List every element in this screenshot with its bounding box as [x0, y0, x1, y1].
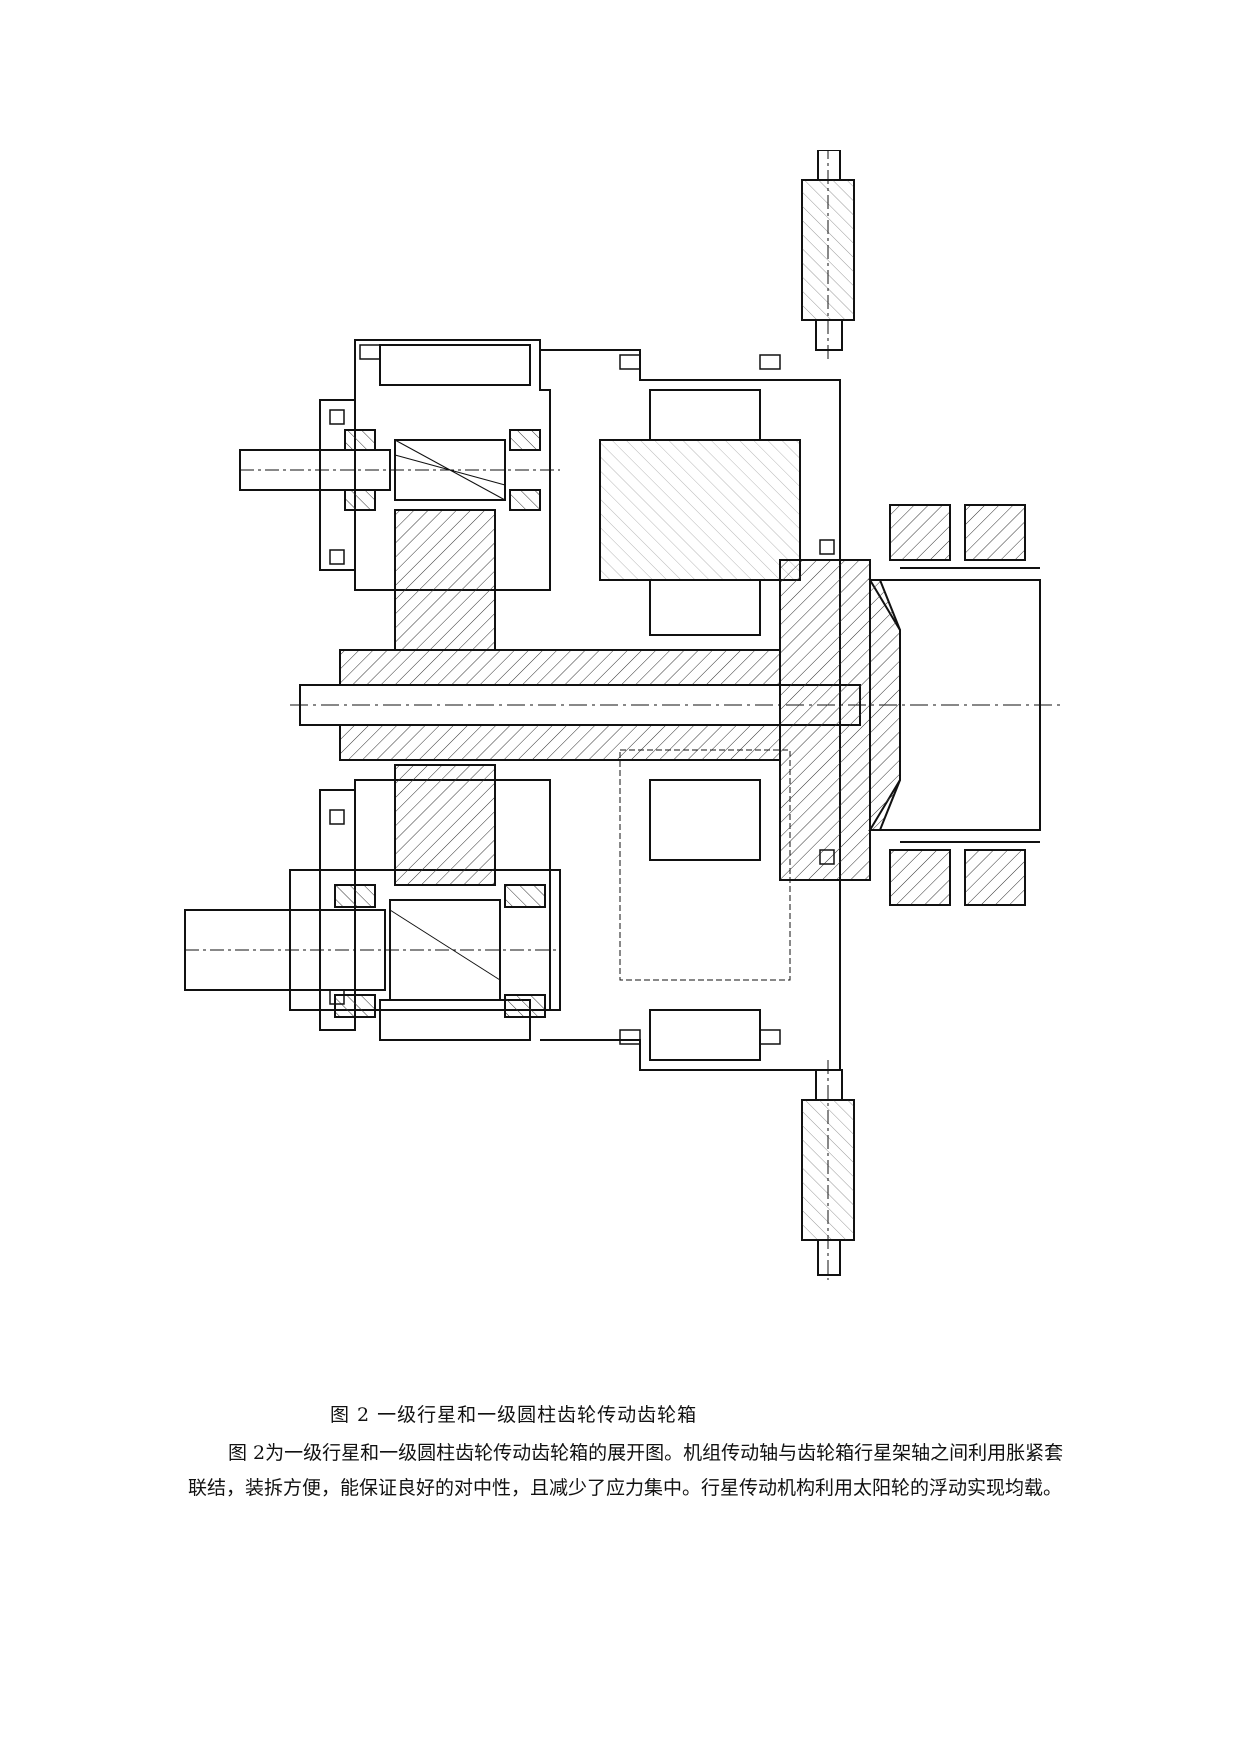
top-torque-arm — [801, 150, 855, 360]
lower-input-shaft — [184, 899, 560, 1001]
body-paragraph: 图 2为一级行星和一级圆柱齿轮传动齿轮箱的展开图。机组传动轴与齿轮箱行星架轴之间… — [188, 1442, 1064, 1499]
planet-carrier — [540, 349, 871, 1071]
lower-gear — [394, 764, 496, 886]
gearbox-section-drawing — [180, 150, 1180, 1420]
upper-input-shaft — [239, 439, 560, 501]
bolts — [329, 344, 835, 1045]
upper-gear — [394, 509, 496, 651]
bottom-torque-arm — [801, 1060, 855, 1280]
sun-shaft — [290, 649, 1060, 761]
bearings-left — [334, 429, 546, 1018]
output-hub — [868, 504, 1041, 906]
figure-caption: 图 2 一级行星和一级圆柱齿轮传动齿轮箱 — [330, 1404, 698, 1426]
